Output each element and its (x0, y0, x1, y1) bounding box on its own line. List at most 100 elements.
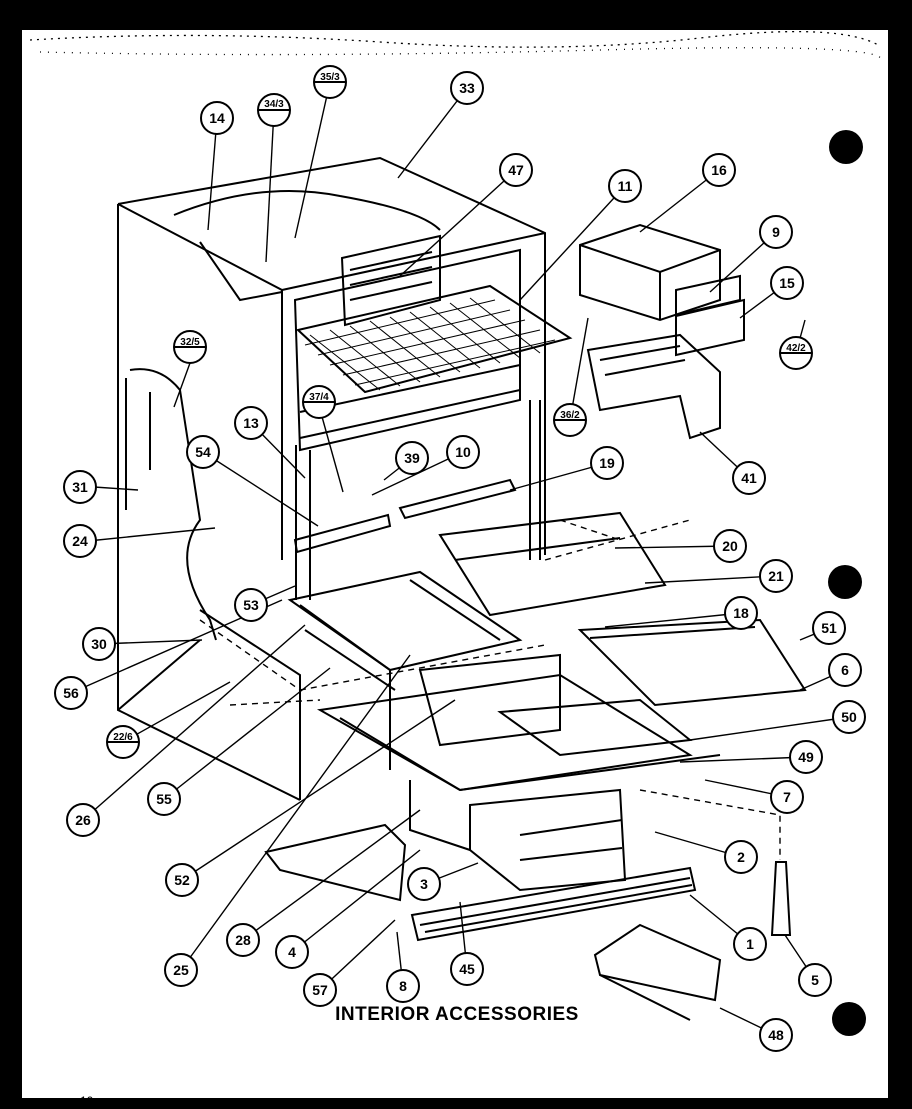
callout-label: 14 (209, 110, 225, 126)
callout-45: 45 (450, 952, 484, 986)
callout-label: 16 (711, 162, 727, 178)
callout-label: 48 (768, 1027, 784, 1043)
callout-label: 35/3 (320, 72, 340, 83)
callout-label: 37/4 (309, 392, 329, 403)
callout-label: 24 (72, 533, 88, 549)
callout-47: 47 (499, 153, 533, 187)
registration-marks (828, 130, 866, 1036)
callout-42-2: 42/2 (779, 336, 813, 370)
callout-label: 15 (779, 275, 795, 291)
callout-56: 56 (54, 676, 88, 710)
callout-30: 30 (82, 627, 116, 661)
callout-48: 48 (759, 1018, 793, 1052)
callout-label: 42/2 (786, 343, 806, 354)
callout-label: 19 (599, 455, 615, 471)
callout-36-2: 36/2 (553, 403, 587, 437)
callout-label: 3 (420, 876, 428, 892)
callout-label: 39 (404, 450, 420, 466)
callout-label: 56 (63, 685, 79, 701)
callout-28: 28 (226, 923, 260, 957)
callout-label: 26 (75, 812, 91, 828)
callout-37-4: 37/4 (302, 385, 336, 419)
callout-1: 1 (733, 927, 767, 961)
callout-53: 53 (234, 588, 268, 622)
callout-7: 7 (770, 780, 804, 814)
callout-49: 49 (789, 740, 823, 774)
callout-label: 47 (508, 162, 524, 178)
callout-label: 54 (195, 444, 211, 460)
page-number: 10 (80, 1094, 94, 1108)
callout-41: 41 (732, 461, 766, 495)
cabinet-drawing (117, 156, 807, 1021)
callout-10: 10 (446, 435, 480, 469)
callout-label: 10 (455, 444, 471, 460)
callout-label: 5 (811, 972, 819, 988)
callouts: 14 34/3 35/3 33 47 11 16 9 15 42/2 36/2 … (54, 65, 866, 1052)
callout-label: 49 (798, 749, 814, 765)
callout-33: 33 (450, 71, 484, 105)
callout-label: 36/2 (560, 410, 580, 421)
callout-57: 57 (303, 973, 337, 1007)
callout-9: 9 (759, 215, 793, 249)
callout-5: 5 (798, 963, 832, 997)
callout-16: 16 (702, 153, 736, 187)
callout-6-upper: 6 (828, 653, 862, 687)
callout-54: 54 (186, 435, 220, 469)
callout-label: 52 (174, 872, 190, 888)
callout-label: 2 (737, 849, 745, 865)
callout-label: 33 (459, 80, 475, 96)
callout-13: 13 (234, 406, 268, 440)
callout-2: 2 (724, 840, 758, 874)
callout-11: 11 (608, 169, 642, 203)
callout-51: 51 (812, 611, 846, 645)
callout-label: 32/5 (180, 337, 200, 348)
callout-34-3: 34/3 (257, 93, 291, 127)
callout-label: 30 (91, 636, 107, 652)
callout-label: 9 (772, 224, 780, 240)
callout-label: 18 (733, 605, 749, 621)
callout-50: 50 (832, 700, 866, 734)
callout-label: 21 (768, 568, 784, 584)
callout-21: 21 (759, 559, 793, 593)
diagram-caption: INTERIOR ACCESSORIES (335, 1004, 579, 1025)
callout-label: 11 (618, 178, 633, 194)
callout-14: 14 (200, 101, 234, 135)
callout-18: 18 (724, 596, 758, 630)
callout-label: 45 (459, 961, 475, 977)
callout-8: 8 (386, 969, 420, 1003)
callout-label: 20 (722, 538, 738, 554)
callout-label: 34/3 (264, 99, 284, 110)
callout-3: 3 (407, 867, 441, 901)
callout-label: 13 (243, 415, 259, 431)
callout-4: 4 (275, 935, 309, 969)
callout-label: 51 (821, 620, 837, 636)
callout-label: 4 (288, 944, 296, 960)
callout-55: 55 (147, 782, 181, 816)
callout-20: 20 (713, 529, 747, 563)
callout-25: 25 (164, 953, 198, 987)
callout-24: 24 (63, 524, 97, 558)
callout-label: 57 (312, 982, 328, 998)
callout-label: 41 (741, 470, 757, 486)
callout-32-5: 32/5 (173, 330, 207, 364)
callout-label: 28 (235, 932, 251, 948)
callout-39: 39 (395, 441, 429, 475)
callout-label: 25 (173, 962, 189, 978)
callout-label: 53 (243, 597, 259, 613)
callout-52: 52 (165, 863, 199, 897)
callout-26: 26 (66, 803, 100, 837)
callout-label: 7 (783, 789, 791, 805)
callout-label: 22/6 (113, 732, 133, 743)
callout-35-3: 35/3 (313, 65, 347, 99)
callout-label: 6 (841, 662, 849, 678)
callout-label: 50 (841, 709, 857, 725)
callout-label: 31 (72, 479, 88, 495)
callout-label: 1 (746, 936, 754, 952)
callout-22-6: 22/6 (106, 725, 140, 759)
callout-15: 15 (770, 266, 804, 300)
callout-label: 55 (156, 791, 172, 807)
callout-31: 31 (63, 470, 97, 504)
